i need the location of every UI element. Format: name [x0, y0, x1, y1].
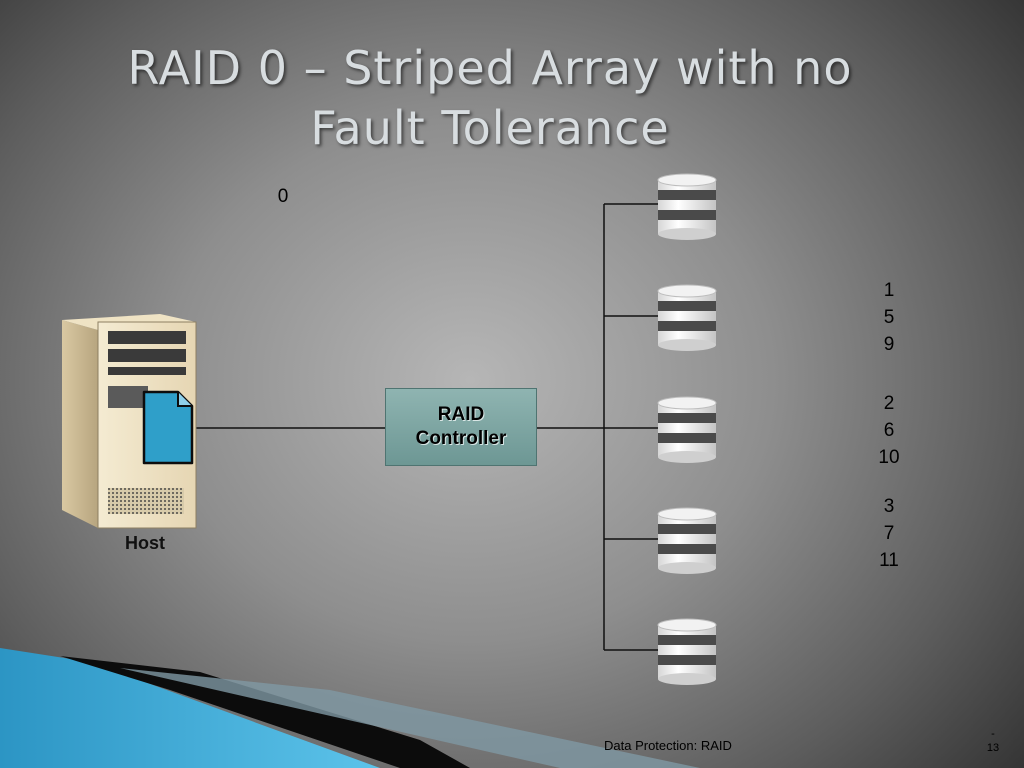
disk-icon-2 [657, 284, 717, 351]
stripe-block-label: 1 [883, 280, 895, 301]
stripe-disk-2: 1 5 9 [864, 277, 914, 358]
disk-icon-3 [657, 396, 717, 463]
raid-controller-box: RAID Controller [385, 388, 537, 466]
host-server-icon [62, 314, 197, 529]
stripe-block-label: 3 [883, 496, 895, 517]
connection-lines [192, 203, 658, 651]
slide-title: RAID 0 – Striped Array with no Fault Tol… [40, 38, 940, 158]
controller-label-line-1: RAID [437, 404, 485, 425]
host-label: Host [125, 533, 165, 553]
disk-icon-4 [657, 507, 717, 574]
controller-label-line-2: Controller [415, 428, 507, 449]
stripe-block-label: 9 [883, 334, 895, 355]
stripe-block-label: 11 [879, 550, 899, 571]
file-icon [142, 390, 194, 465]
slide-number-dash: - [991, 728, 995, 740]
stripe-block-label: 2 [883, 393, 895, 414]
slide-number-value: 13 [986, 742, 1000, 754]
stripe-block-label: 6 [883, 420, 895, 441]
stripe-disk-3: 2 6 10 [864, 390, 914, 471]
disk-icon-5 [657, 618, 717, 685]
slide-title-line-1: RAID 0 – Striped Array with no [127, 41, 853, 95]
stripe-block-label: 5 [883, 307, 895, 328]
stripe-block-label: 10 [878, 447, 900, 468]
corner-swoosh-decoration [0, 648, 700, 768]
stripe-disk-4: 3 7 11 [864, 493, 914, 574]
stripe-block-label: 0 [277, 186, 289, 207]
stripe-disk-1: 0 [258, 183, 308, 210]
disk-icon-1 [657, 173, 717, 240]
slide-title-line-2: Fault Tolerance [310, 101, 670, 155]
stripe-block-label: 7 [883, 523, 895, 544]
slide-footer: Data Protection: RAID [604, 738, 732, 753]
slide-number: - 13 [978, 727, 1008, 755]
